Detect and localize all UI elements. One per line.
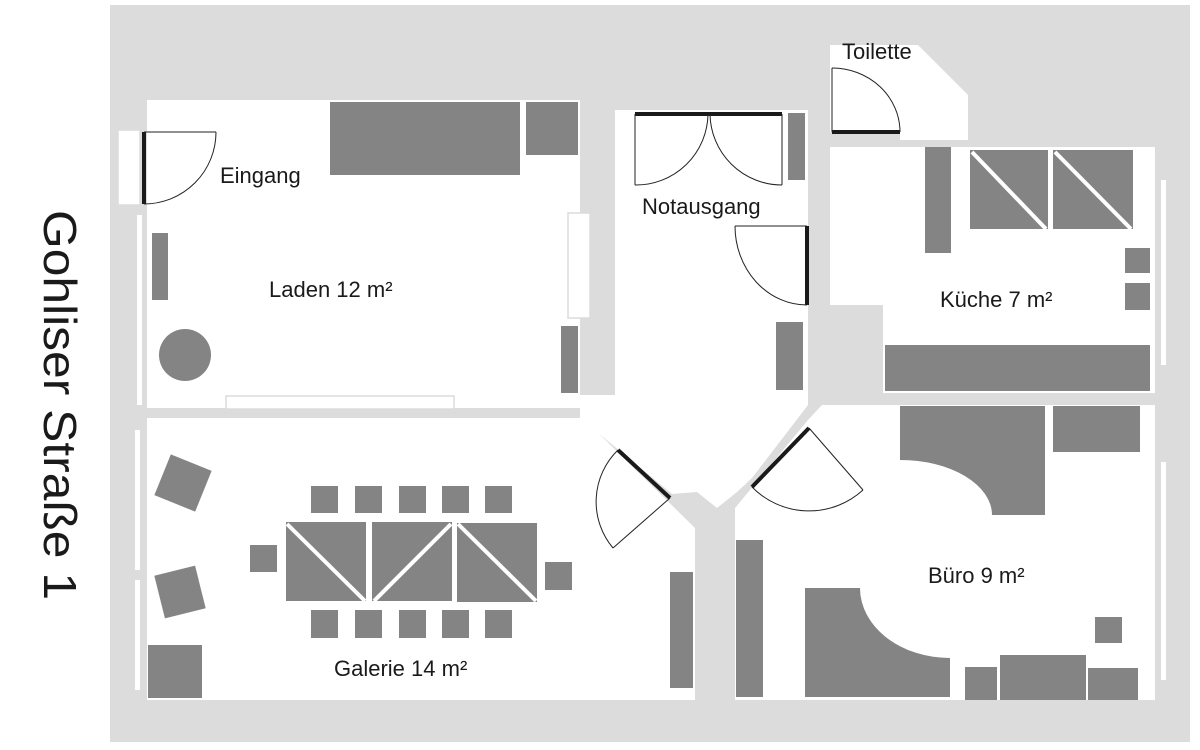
label-laden: Laden 12 m²	[269, 277, 393, 302]
window	[135, 430, 140, 570]
door-galerie[interactable]	[595, 448, 672, 549]
label-kueche: Küche 7 m²	[940, 287, 1053, 312]
street-address: Gohliser Straße 1	[34, 210, 86, 600]
door-kueche[interactable]	[734, 225, 809, 306]
hub-connector	[580, 395, 672, 494]
room-notausgang	[615, 110, 808, 508]
window	[567, 212, 591, 319]
label-buero: Büro 9 m²	[928, 563, 1025, 588]
galerie-furniture	[148, 454, 693, 698]
window	[137, 215, 142, 405]
kueche-furniture	[885, 147, 1150, 391]
room-toilette	[830, 45, 968, 140]
window	[225, 395, 455, 410]
hub-furniture	[776, 113, 805, 390]
label-galerie: Galerie 14 m²	[334, 656, 467, 681]
window	[1161, 462, 1166, 680]
door-eingang[interactable]	[142, 131, 217, 205]
label-eingang: Eingang	[220, 163, 301, 188]
label-toilette: Toilette	[842, 39, 912, 64]
wall-block	[580, 315, 615, 395]
label-notausgang: Notausgang	[642, 194, 761, 219]
wall-block	[808, 305, 883, 395]
window	[117, 129, 141, 206]
window	[1161, 180, 1166, 365]
door-toilette[interactable]	[831, 67, 901, 134]
buero-furniture	[736, 406, 1140, 700]
door-buero[interactable]	[750, 426, 864, 512]
laden-furniture	[152, 102, 578, 393]
wall-block	[580, 100, 615, 225]
window	[135, 580, 140, 690]
door-notausgang[interactable]	[634, 112, 783, 186]
